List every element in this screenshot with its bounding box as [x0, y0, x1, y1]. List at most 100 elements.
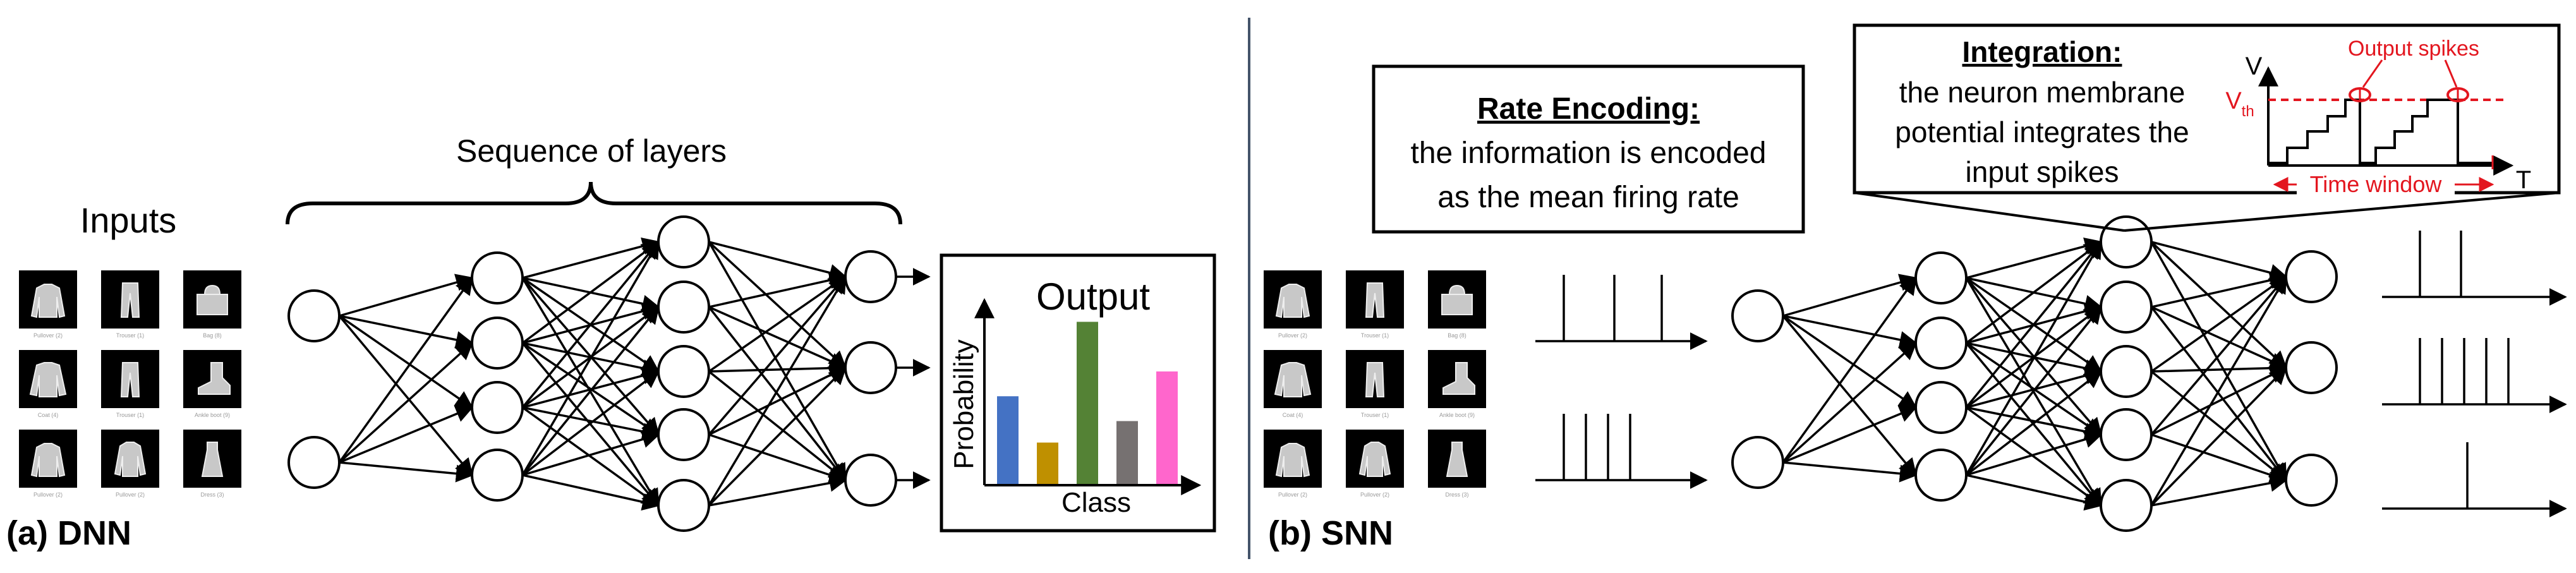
network-connection: [708, 306, 847, 370]
network-connection: [708, 433, 847, 484]
neuron-node: [1914, 317, 1968, 370]
bag-icon: [197, 284, 228, 315]
snn-thumbnail-shirt: Pullover (2): [1346, 430, 1404, 498]
neuron-node: [1731, 289, 1784, 342]
rate-encoding-box: [1372, 64, 1805, 234]
rate-encoding-line2: as the mean firing rate: [1437, 181, 1739, 214]
thumbnail-caption: Pullover (2): [116, 492, 145, 498]
output-spikes-pointer-2: [2444, 59, 2458, 88]
shirt-icon: [114, 442, 147, 477]
thumbnail-background: [1346, 270, 1404, 329]
network-connection: [708, 275, 847, 506]
output-chart-title: Output: [1036, 275, 1150, 318]
network-connection: [708, 241, 847, 482]
thumbnail-caption: Pullover (2): [1360, 492, 1389, 498]
sweater-icon: [30, 284, 66, 318]
neuron-node: [1731, 436, 1784, 489]
thumbnail-caption: Bag (8): [1448, 332, 1466, 339]
neuron-node: [1914, 449, 1968, 502]
neuron-node: [844, 454, 897, 507]
network-connection: [338, 276, 473, 464]
integration-line1: the neuron membrane: [1899, 76, 2186, 109]
dnn-thumbnail-trousers: Trouser (1): [101, 350, 159, 418]
neuron-node: [471, 449, 524, 502]
callout-pointer-right: [2124, 191, 2560, 232]
trousers-icon: [120, 362, 140, 397]
network-connection: [1966, 430, 2103, 476]
network-connection: [708, 359, 847, 377]
network-connection: [708, 370, 847, 481]
network-connection: [2150, 241, 2288, 369]
network-connection: [521, 305, 660, 476]
neuron-node: [287, 436, 341, 489]
chart-bar-5: [1156, 371, 1178, 484]
thumbnail-caption: Pullover (2): [1278, 492, 1307, 498]
thumbnail-background: [101, 270, 159, 329]
network-connection: [2150, 306, 2287, 482]
neuron-node: [471, 381, 524, 434]
boot-icon: [198, 362, 231, 395]
network-connection: [2150, 366, 2287, 507]
neuron-node: [844, 250, 897, 303]
input-spike-trains: [1535, 275, 1708, 489]
network-connection: [708, 366, 847, 436]
network-connection: [339, 315, 474, 409]
network-connection: [522, 430, 660, 476]
dnn-thumbnail-boot: Ankle boot (9): [183, 350, 241, 418]
neuron-node: [1914, 381, 1968, 434]
output-spikes-pointer-1: [2362, 59, 2383, 88]
dnn-thumbnail-sweater: Pullover (2): [19, 270, 77, 339]
dnn-thumbnail-trousers: Trouser (1): [101, 270, 159, 339]
boot-icon: [1442, 362, 1475, 395]
dnn-thumbnail-bag: Bag (8): [183, 270, 241, 339]
neuron-node: [657, 479, 710, 532]
network-connection: [1782, 342, 1918, 464]
thumbnail-caption: Ankle boot (9): [195, 412, 230, 418]
network-connection: [521, 370, 660, 476]
network-connection: [1965, 240, 2102, 409]
callout-pointer-left: [1854, 191, 2125, 232]
network-connection: [2151, 241, 2288, 282]
thumbnail-caption: Trouser (1): [1361, 332, 1389, 339]
network-connection: [522, 474, 660, 511]
coat-icon: [29, 362, 67, 397]
network-connection: [1782, 276, 1917, 464]
neuron-node: [287, 289, 341, 342]
network-connection: [708, 241, 847, 369]
layers-brace: [286, 181, 902, 225]
thumbnail-caption: Trouser (1): [1361, 412, 1389, 418]
network-connection: [2151, 306, 2288, 370]
dnn-network: [287, 215, 931, 532]
network-connection: [521, 240, 660, 476]
network-connection: [521, 241, 660, 344]
chart-bar-1: [997, 396, 1019, 484]
network-connection: [1965, 241, 2103, 344]
network-connection: [338, 315, 473, 477]
snn-thumbnail-boot: Ankle boot (9): [1428, 350, 1486, 418]
network-connection: [708, 275, 847, 436]
network-connection: [1965, 240, 2102, 476]
sweater-icon: [1275, 443, 1310, 478]
trousers-icon: [1365, 362, 1385, 397]
layers-title: Sequence of layers: [456, 133, 727, 169]
voltage-axis-label: V: [2246, 52, 2263, 80]
snn-network: [1731, 215, 2338, 532]
integration-line2: potential integrates the: [1895, 116, 2189, 148]
neuron-node: [2100, 479, 2153, 532]
neuron-node: [1914, 251, 1968, 305]
network-connection: [708, 241, 847, 282]
neuron-node: [2285, 341, 2338, 394]
snn-thumbnail-sweater: Pullover (2): [1264, 270, 1322, 339]
inputs-title: Inputs: [80, 200, 177, 240]
panel-snn: Pullover (2) Trouser (1) Bag (8) Coat (4) Tr…: [1264, 23, 2567, 552]
snn-thumbnail-coat: Coat (4): [1264, 350, 1322, 418]
network-connection: [2151, 359, 2288, 377]
network-connection: [708, 306, 847, 482]
network-connection: [1965, 406, 2103, 507]
network-connection: [339, 461, 474, 483]
network-connection: [2150, 370, 2288, 481]
snn-thumbnail-bag: Bag (8): [1428, 270, 1486, 339]
network-connection: [2151, 474, 2288, 507]
bag-icon: [1441, 284, 1473, 315]
